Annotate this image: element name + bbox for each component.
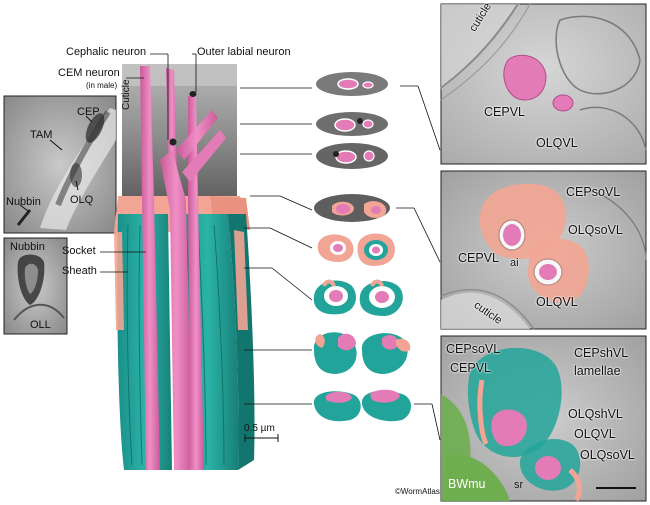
inset2-label-oll: OLL [30, 319, 51, 331]
em-bot-label-sr: sr [514, 479, 524, 491]
em-mid-label-cepvl: CEPVL [458, 251, 499, 265]
sensilla-3d-diagram [100, 53, 279, 470]
scale-bar-label: 0.5 µm [244, 423, 275, 434]
em-mid-label-olqvl: OLQVL [536, 295, 578, 309]
em-mid-label-cepsovl: CEPsoVL [566, 185, 621, 199]
inset-left-bottom [3, 237, 68, 335]
credit-label: ©WormAtlas [395, 487, 440, 496]
em-top-label-cepvl: CEPVL [484, 105, 525, 119]
label-socket: Socket [62, 245, 96, 257]
cross-section-series [240, 72, 441, 441]
em-bot-label-cepsovl: CEPsoVL [446, 342, 501, 356]
em-panel-bottom [440, 335, 647, 502]
em-bot-label-cepshvl: CEPshVL [574, 346, 629, 360]
em-bot-label-olqsovl: OLQsoVL [580, 448, 635, 462]
em-bot-label-lamellae: lamellae [574, 364, 621, 378]
inset-label-cep: CEP [77, 106, 100, 118]
em-panel-middle [440, 170, 647, 330]
em-mid-label-ai: ai [510, 257, 519, 269]
inset2-label-nubbin: Nubbin [10, 241, 45, 253]
em-top-label-olqvl: OLQVL [536, 136, 578, 150]
label-in-male: (in male) [86, 81, 118, 90]
inset-label-tam: TAM [30, 129, 53, 141]
em-panel-top [440, 3, 647, 165]
em-bot-label-bwmu: BWmu [448, 477, 486, 491]
label-cephalic-neuron: Cephalic neuron [66, 46, 147, 58]
label-outer-labial-neuron: Outer labial neuron [197, 46, 291, 58]
inset-left-top [3, 95, 117, 234]
label-sheath: Sheath [62, 265, 97, 277]
inset-label-nubbin: Nubbin [6, 196, 41, 208]
em-bot-label-cepvl: CEPVL [450, 361, 491, 375]
label-cem-neuron: CEM neuron [58, 67, 120, 79]
em-mid-label-olqsovl: OLQsoVL [568, 223, 623, 237]
em-bot-label-olqshvl: OLQshVL [568, 407, 623, 421]
em-bot-label-olqvl: OLQVL [574, 427, 616, 441]
label-cuticle-vertical: Cuticle [121, 79, 132, 110]
inset-label-olq: OLQ [70, 194, 94, 206]
